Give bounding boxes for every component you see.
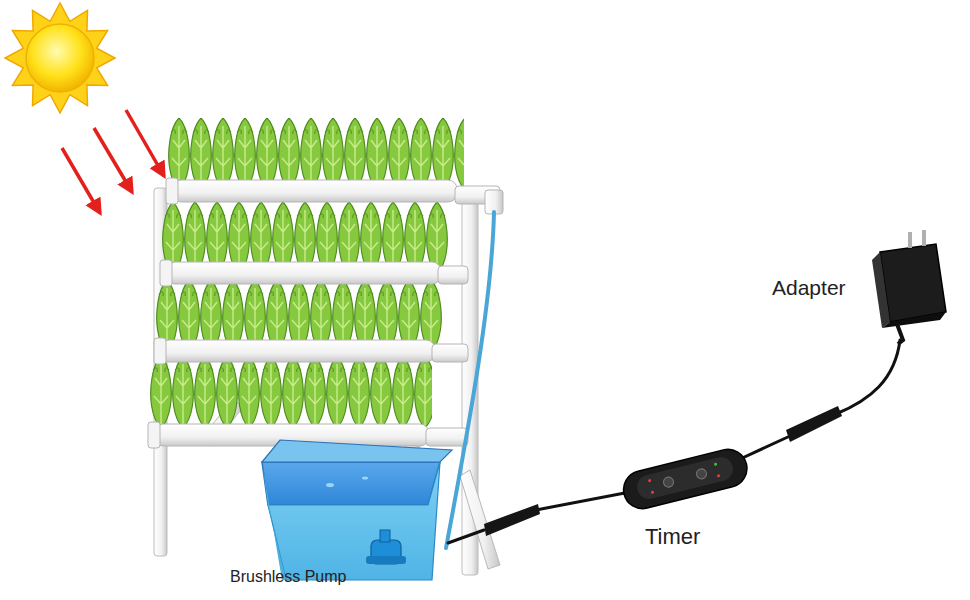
lettuce-rows [150, 118, 464, 436]
sunlight-arrows [62, 110, 164, 213]
part-label: Adapter [772, 276, 846, 299]
power-cable [448, 340, 900, 543]
pump-symbol [366, 530, 406, 564]
part-label: Brushless Pump [230, 568, 347, 586]
part-label: Timer [645, 525, 700, 549]
reservoir-tub [262, 440, 452, 580]
cable-connector [484, 406, 842, 536]
power-adapter [872, 230, 946, 344]
water-tube [446, 212, 494, 548]
timer-device [620, 445, 751, 512]
sun-icon [5, 3, 115, 113]
grow-pipes [148, 178, 503, 474]
